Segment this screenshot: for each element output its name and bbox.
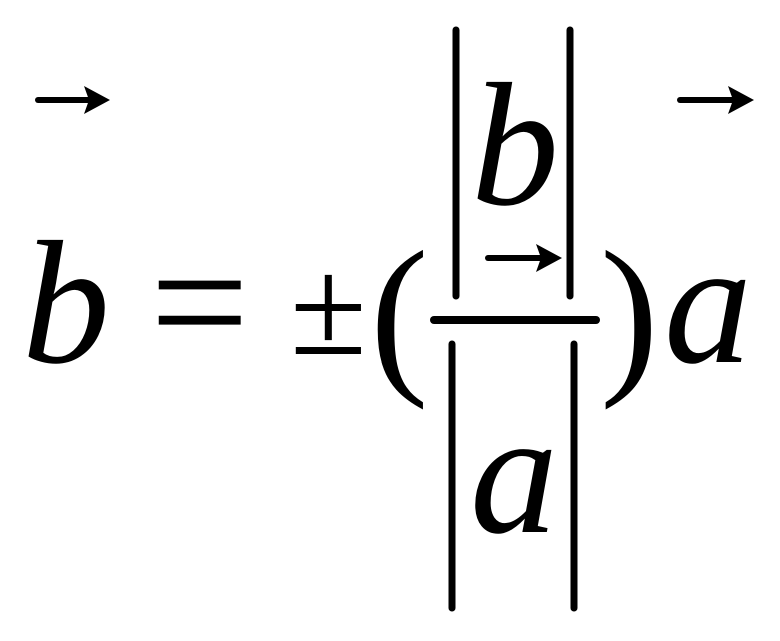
lhs-vector-b: b — [22, 206, 110, 401]
open-paren: ( — [370, 216, 429, 411]
rhs-vector-a: a — [664, 206, 752, 401]
numerator-vector-b: b — [471, 48, 559, 243]
plus-minus-sign: ± — [290, 230, 367, 385]
vector-arrow-icon — [677, 86, 754, 114]
vector-arrow-icon — [485, 244, 562, 272]
close-paren: ) — [600, 216, 659, 411]
equals-sign: = — [150, 205, 250, 400]
vector-arrow-icon — [35, 86, 110, 114]
denominator-vector-a: a — [470, 376, 558, 571]
